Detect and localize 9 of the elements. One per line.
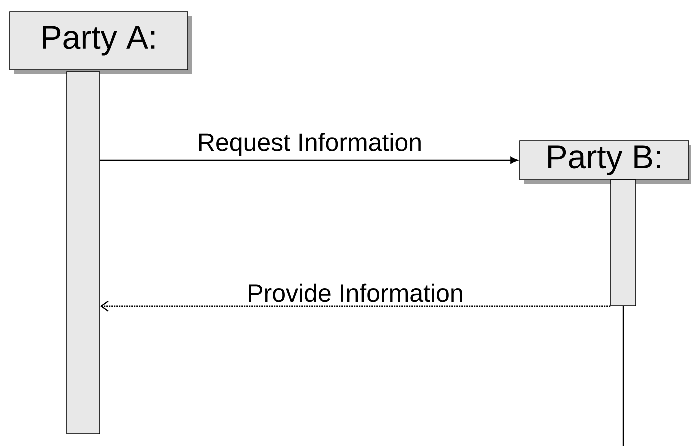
message-arrow <box>100 157 518 164</box>
edge-label: Request Information <box>200 133 421 156</box>
activation-bar <box>610 180 636 306</box>
edge-label: Provide Information <box>249 284 462 302</box>
lifeline <box>622 306 624 446</box>
message-arrow <box>100 300 611 312</box>
actor-box: Party A: <box>10 12 192 74</box>
actor-box: Party B: <box>520 140 691 184</box>
activation-bar <box>66 72 100 434</box>
